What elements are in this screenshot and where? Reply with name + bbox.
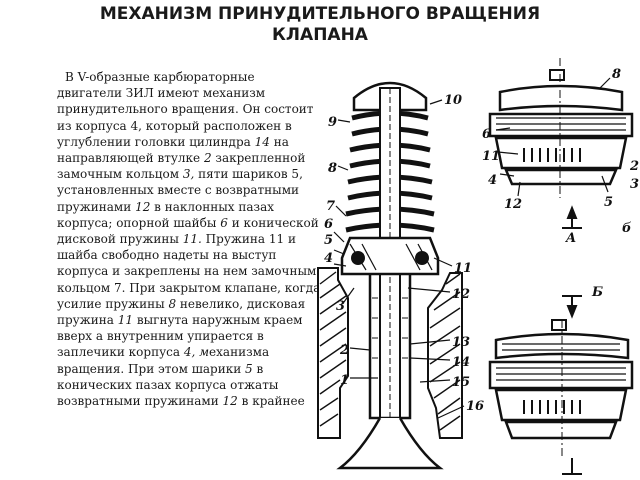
main-callouts: 10 9 8 7 6 5 4 3 2 1 11 12 13 14 15 16 xyxy=(324,93,484,414)
callout-16: 16 xyxy=(466,399,484,414)
text-run: невелико, дисковая пружина xyxy=(57,296,306,328)
part-number-ref: 2 xyxy=(203,151,212,166)
page-title: МЕХАНИЗМ ПРИНУДИТЕЛЬНОГО ВРАЩЕНИЯ КЛАПАН… xyxy=(0,4,640,46)
bottom-detail-view xyxy=(488,295,634,475)
top-callout-6: 6 xyxy=(482,127,491,142)
part-number-ref: 11 xyxy=(117,313,134,328)
top-callout-12: 12 xyxy=(504,197,522,212)
part-number-ref: 8 xyxy=(168,296,177,311)
part-number-ref: 4, м xyxy=(183,345,210,360)
top-callout-11: 11 xyxy=(482,149,500,164)
page-title-line-1: МЕХАНИЗМ ПРИНУДИТЕЛЬНОГО ВРАЩЕНИЯ xyxy=(99,4,541,24)
valve-head xyxy=(336,417,444,470)
description-text: В V-образные карбюраторные двигатели ЗИЛ… xyxy=(57,69,321,409)
text-run: еханизма вращения. При этом шарики xyxy=(57,345,270,376)
text-run: В V-образные карбюраторные двигатели ЗИЛ… xyxy=(57,70,314,149)
bottom-detail-callouts: Б xyxy=(591,285,603,300)
callout-7: 7 xyxy=(326,199,335,214)
callout-13: 13 xyxy=(452,335,470,350)
text-run: на направляющей втулке xyxy=(57,134,289,166)
main-section-view xyxy=(317,81,465,470)
view-label-b: Б xyxy=(591,285,603,300)
text-run: и конической дисковой пружины xyxy=(57,215,319,247)
callout-10: 10 xyxy=(444,93,462,108)
callout-8: 8 xyxy=(328,161,337,176)
text-run: закрепленной замочным кольцом xyxy=(57,151,306,182)
part-number-ref: 12 xyxy=(135,199,151,214)
top-detail-callouts: 8 6 11 4 12 5 2 3 A б xyxy=(482,67,639,246)
top-callout-3: 3 xyxy=(630,177,639,192)
view-label-a: A xyxy=(564,231,576,246)
callout-1: 1 xyxy=(340,373,349,388)
rotator-housing xyxy=(340,236,440,276)
top-detail-view xyxy=(488,58,634,229)
callout-12: 12 xyxy=(452,287,470,302)
top-callout-8: 8 xyxy=(612,67,621,82)
valve-mechanism-drawing: 10 9 8 7 6 5 4 3 2 1 11 12 13 14 15 16 xyxy=(317,58,639,475)
part-number-ref: 12 xyxy=(222,394,238,409)
top-callout-5: 5 xyxy=(604,195,613,210)
part-number-ref: 3, xyxy=(182,167,195,182)
callout-15: 15 xyxy=(452,375,470,390)
text-run: в наклонных пазах корпуса; опорной шайбы xyxy=(57,199,274,230)
page-title-line-2: КЛАПАНА xyxy=(272,25,368,45)
text-run: в крайнее xyxy=(237,394,305,409)
callout-3: 3 xyxy=(336,299,345,314)
view-label-variant: б xyxy=(622,221,632,236)
text-run: в конических пазах корпуса отжаты возвра… xyxy=(57,361,279,409)
callout-2: 2 xyxy=(339,343,349,358)
description-paragraph: В V-образные карбюраторные двигатели ЗИЛ… xyxy=(57,69,321,409)
callout-14: 14 xyxy=(452,355,470,370)
callout-11: 11 xyxy=(454,261,472,276)
callout-9: 9 xyxy=(328,115,337,130)
part-number-ref: 5 xyxy=(245,361,253,376)
callout-4: 4 xyxy=(324,251,333,266)
text-run: Пружина 11 и шайба свободно надеты на вы… xyxy=(57,232,321,311)
part-number-ref: 14 xyxy=(254,134,270,149)
callout-6: 6 xyxy=(324,217,333,232)
part-number-ref: 6 xyxy=(220,215,228,230)
cylinder-head xyxy=(317,267,463,439)
callout-5: 5 xyxy=(324,233,333,248)
part-number-ref: 11. xyxy=(182,232,202,247)
top-callout-4: 4 xyxy=(488,173,497,188)
top-callout-2: 2 xyxy=(629,159,639,174)
text-run: пяти шариков 5, установленных вместе с в… xyxy=(57,167,303,214)
valve-mechanism-figure: 10 9 8 7 6 5 4 3 2 1 11 12 13 14 15 16 xyxy=(310,58,640,480)
text-run: выгнута наружным краем вверх а внутренни… xyxy=(57,313,303,360)
